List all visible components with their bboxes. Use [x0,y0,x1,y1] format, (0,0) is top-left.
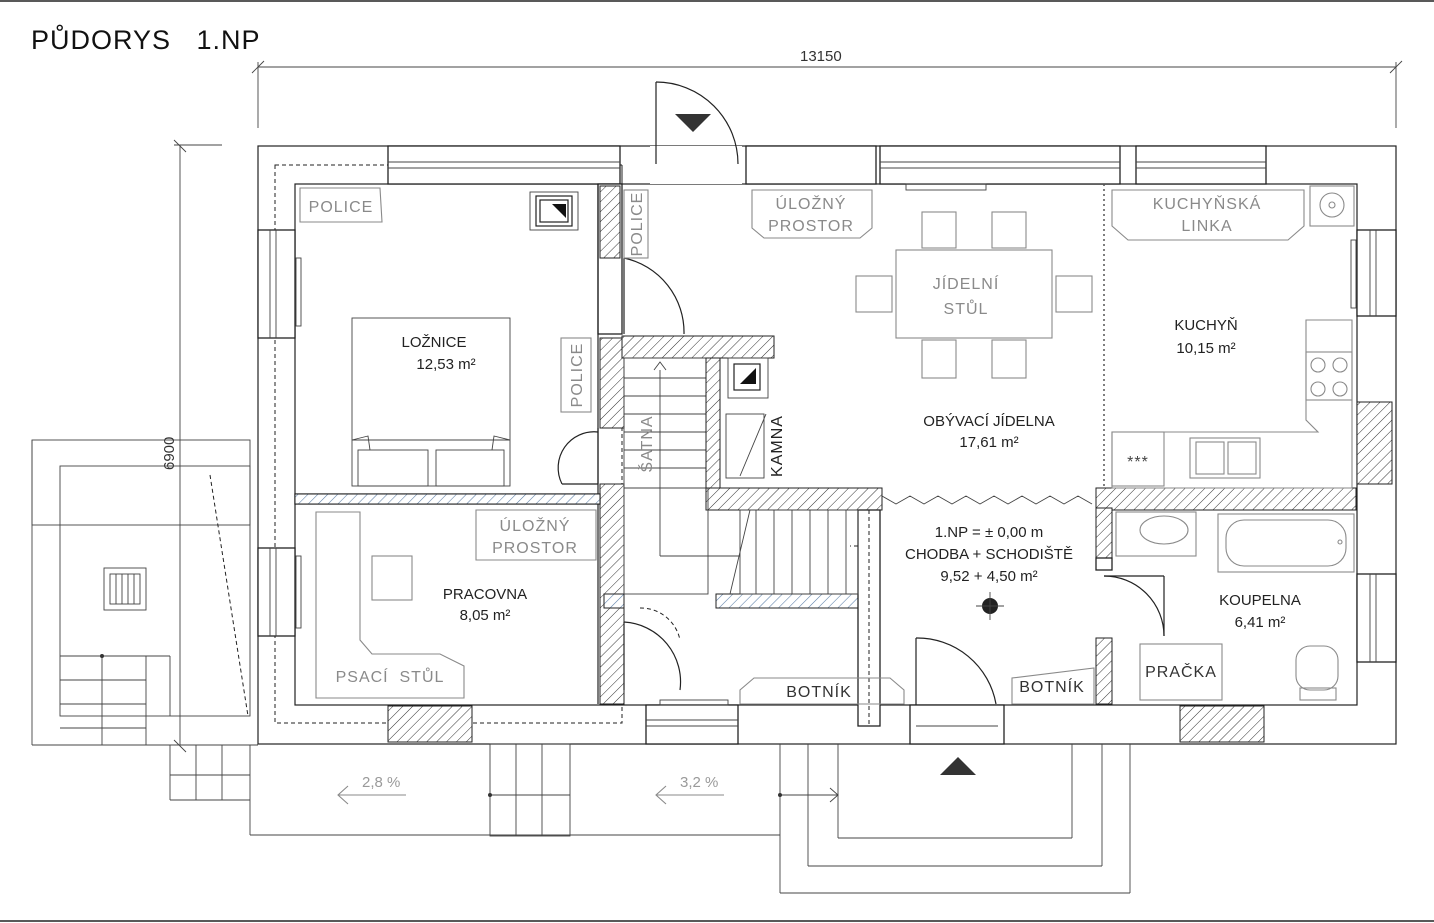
room-name-koupelna: KOUPELNA [1219,592,1301,609]
room-area-kuchyn: 10,15 m² [1176,340,1235,357]
label-botnik-entrance: BOTNÍK [1019,677,1085,696]
label-ulozny-living-1: ÚLOŽNÝ [776,194,847,213]
plan-title: PŮDORYS 1.NP [31,23,261,55]
level-mark-chodba: 1.NP = ± 0,00 m [935,524,1043,541]
room-obyvaci: OBÝVACÍ JÍDELNA 17,61 m² [923,413,1054,451]
width-dimension-label: 13150 [800,48,842,65]
room-loznice: LOŽNICE 12,53 m² [401,334,475,373]
kitchen-counters [1111,319,1353,489]
shelves [299,185,1355,561]
top-windows [387,145,1267,191]
label-kitchen-stars: *** [1127,454,1149,471]
dining-table-set [855,211,1093,379]
room-area-obyvaci: 17,61 m² [959,434,1018,451]
bottom-windows [387,699,1265,745]
left-terrace [31,439,258,835]
label-psaci-stul: PSACÍ STŮL [336,667,445,686]
room-area-loznice: 12,53 m² [416,356,475,373]
room-area-koupelna: 6,41 m² [1235,614,1286,631]
room-koupelna: KOUPELNA 6,41 m² [1219,592,1301,631]
height-dimension: 6900 [161,139,222,753]
label-ulozny-study-1: ÚLOŽNÝ [500,516,571,535]
bedroom-furniture [351,191,579,487]
room-chodba: 1.NP = ± 0,00 m CHODBA + SCHODIŠTĚ 9,52 … [905,524,1073,585]
study-furniture [315,511,465,699]
room-name-loznice: LOŽNICE [401,334,466,351]
room-name-pracovna: PRACOVNA [443,586,527,603]
label-satna: ŠATNA [637,415,656,472]
label-ulozny-living-2: PROSTOR [768,218,854,235]
bathroom-fixtures [1115,511,1355,701]
label-pracka: PRAČKA [1145,662,1217,681]
slope-left-label: 2,8 % [362,774,400,791]
label-jidelni-stul-2: STŮL [944,299,989,318]
slope-right-label: 3,2 % [680,774,718,791]
room-area-chodba: 9,52 + 4,50 m² [940,568,1037,585]
left-windows [257,229,302,637]
label-kamna: KAMNA [769,415,786,477]
room-name-kuchyn: KUCHYŇ [1174,317,1237,334]
label-kuchynska-linka-1: KUCHYŇSKÁ [1153,194,1262,213]
label-kuchynska-linka-2: LINKA [1181,218,1232,235]
label-ulozny-study-2: PROSTOR [492,540,578,557]
label-jidelni-stul-1: JÍDELNÍ [933,274,1000,293]
doors [557,257,1165,775]
height-dimension-label: 6900 [161,437,178,470]
staircase [623,357,859,595]
room-kuchyn: KUCHYŇ 10,15 m² [1174,317,1237,357]
room-area-pracovna: 8,05 m² [460,607,511,624]
right-windows [1350,229,1397,663]
room-name-chodba: CHODBA + SCHODIŠTĚ [905,546,1073,563]
label-police-bedroom: POLICE [309,199,374,216]
room-name-obyvaci: OBÝVACÍ JÍDELNA [923,413,1054,430]
front-terrace [250,743,1131,894]
label-police-bedroom-wall: POLICE [569,343,586,408]
label-botnik-hall: BOTNÍK [786,682,852,701]
width-dimension: 13150 [251,48,1403,128]
hall-furniture [739,592,1095,705]
label-police-hall: POLICE [629,192,646,257]
room-pracovna: PRACOVNA 8,05 m² [443,586,527,624]
interior-walls [294,183,1357,727]
top-entrance-door [650,81,742,184]
